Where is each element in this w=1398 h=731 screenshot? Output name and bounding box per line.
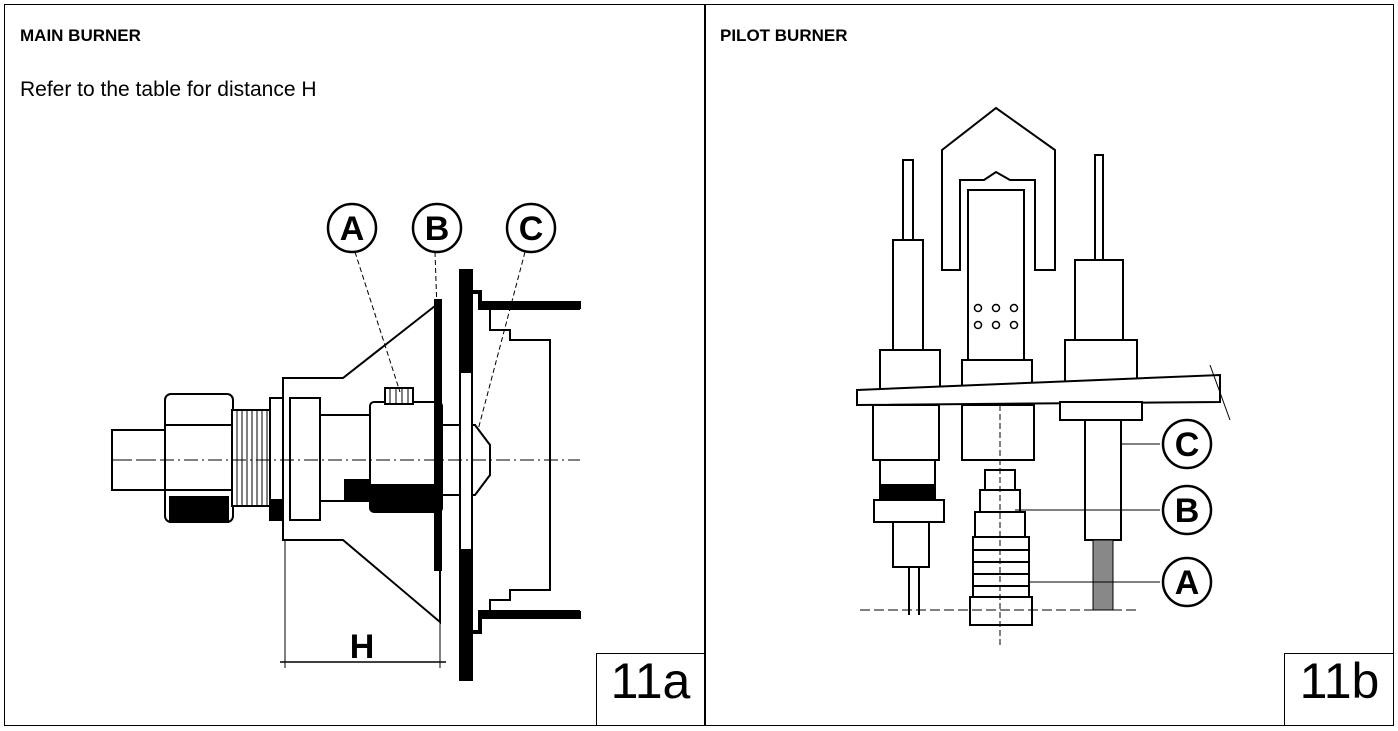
main-burner-subtitle: Refer to the table for distance H bbox=[20, 78, 317, 101]
callout-a-main: A bbox=[326, 202, 378, 254]
pilot-burner-drawing bbox=[856, 106, 1221, 626]
dimension-h-label: H bbox=[350, 628, 375, 666]
panel-divider bbox=[704, 4, 706, 726]
main-burner-leaders bbox=[354, 251, 526, 431]
figure-number-11a: 11a bbox=[596, 653, 704, 726]
svg-text:C: C bbox=[1175, 426, 1200, 464]
callout-b-main: B bbox=[411, 202, 463, 254]
svg-text:C: C bbox=[519, 210, 544, 248]
figure-number-11b: 11b bbox=[1284, 653, 1394, 726]
callout-b-pilot: B bbox=[1161, 484, 1213, 536]
callout-c-pilot: C bbox=[1161, 418, 1213, 470]
pilot-burner-title: PILOT BURNER bbox=[720, 26, 848, 45]
svg-text:A: A bbox=[340, 210, 365, 248]
main-burner-title: MAIN BURNER bbox=[20, 26, 141, 45]
callout-c-main: C bbox=[505, 202, 557, 254]
pilot-burner-leaders bbox=[860, 364, 1231, 645]
svg-text:B: B bbox=[425, 210, 450, 248]
main-burner-drawing bbox=[111, 269, 581, 681]
callout-a-pilot: A bbox=[1161, 556, 1213, 608]
svg-text:A: A bbox=[1175, 564, 1200, 602]
svg-text:B: B bbox=[1175, 492, 1200, 530]
diagram-frame bbox=[4, 4, 1394, 726]
